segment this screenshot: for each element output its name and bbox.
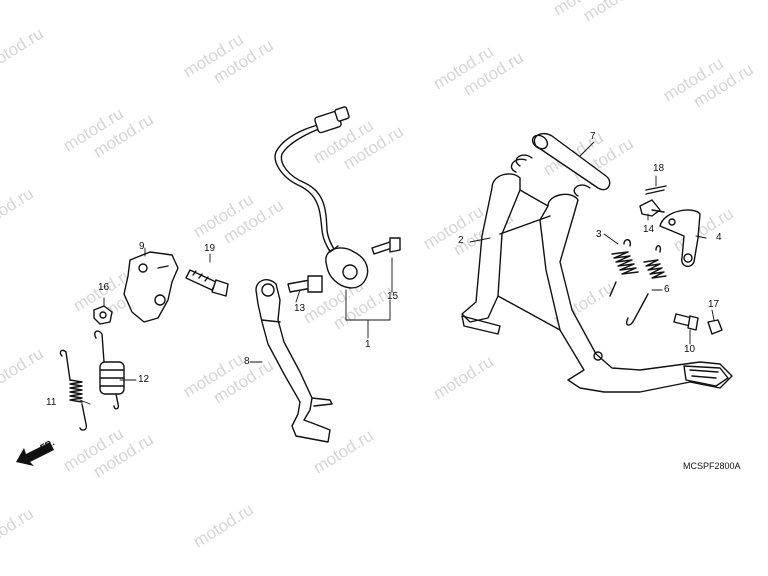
pin-18 xyxy=(645,185,667,195)
bolt-10 xyxy=(673,313,699,331)
spring-3 xyxy=(609,239,639,297)
callout-12: 12 xyxy=(138,374,150,385)
bolt-13 xyxy=(287,275,323,293)
nut-16 xyxy=(93,305,113,325)
diagram-code: MCSPF2800A xyxy=(683,461,741,471)
callout-1: 1 xyxy=(365,339,371,350)
callout-18: 18 xyxy=(653,163,665,174)
side-stand xyxy=(255,279,333,443)
callout-16: 16 xyxy=(98,282,110,293)
callout-11: 11 xyxy=(46,397,57,408)
bolt-14 xyxy=(639,199,665,217)
side-stand-switch xyxy=(325,245,369,289)
stand-bracket xyxy=(123,251,179,323)
callout-2: 2 xyxy=(458,235,464,246)
callout-9: 9 xyxy=(139,241,145,252)
callout-8: 8 xyxy=(244,356,250,367)
main-stand xyxy=(461,173,733,393)
callout-6: 6 xyxy=(664,284,670,295)
switch-cable xyxy=(274,106,350,261)
callout-15: 15 xyxy=(387,291,399,302)
pivot-shaft xyxy=(510,132,611,197)
callout-3: 3 xyxy=(596,229,602,240)
callout-17: 17 xyxy=(708,299,720,310)
callout-19: 19 xyxy=(204,243,216,254)
spring-11 xyxy=(59,349,88,431)
screw-15 xyxy=(371,237,401,255)
spring-6 xyxy=(625,245,667,326)
callout-4: 4 xyxy=(716,232,722,243)
bolt-19 xyxy=(185,269,229,297)
callout-7: 7 xyxy=(590,131,596,142)
callout-14: 14 xyxy=(643,224,655,235)
callout-13: 13 xyxy=(294,303,306,314)
leader-lines xyxy=(79,141,715,405)
front-arrow-icon xyxy=(16,442,54,466)
callout-10: 10 xyxy=(684,344,696,355)
washer-17 xyxy=(707,319,723,335)
stop-plate xyxy=(659,209,701,268)
spring-12 xyxy=(93,330,125,410)
